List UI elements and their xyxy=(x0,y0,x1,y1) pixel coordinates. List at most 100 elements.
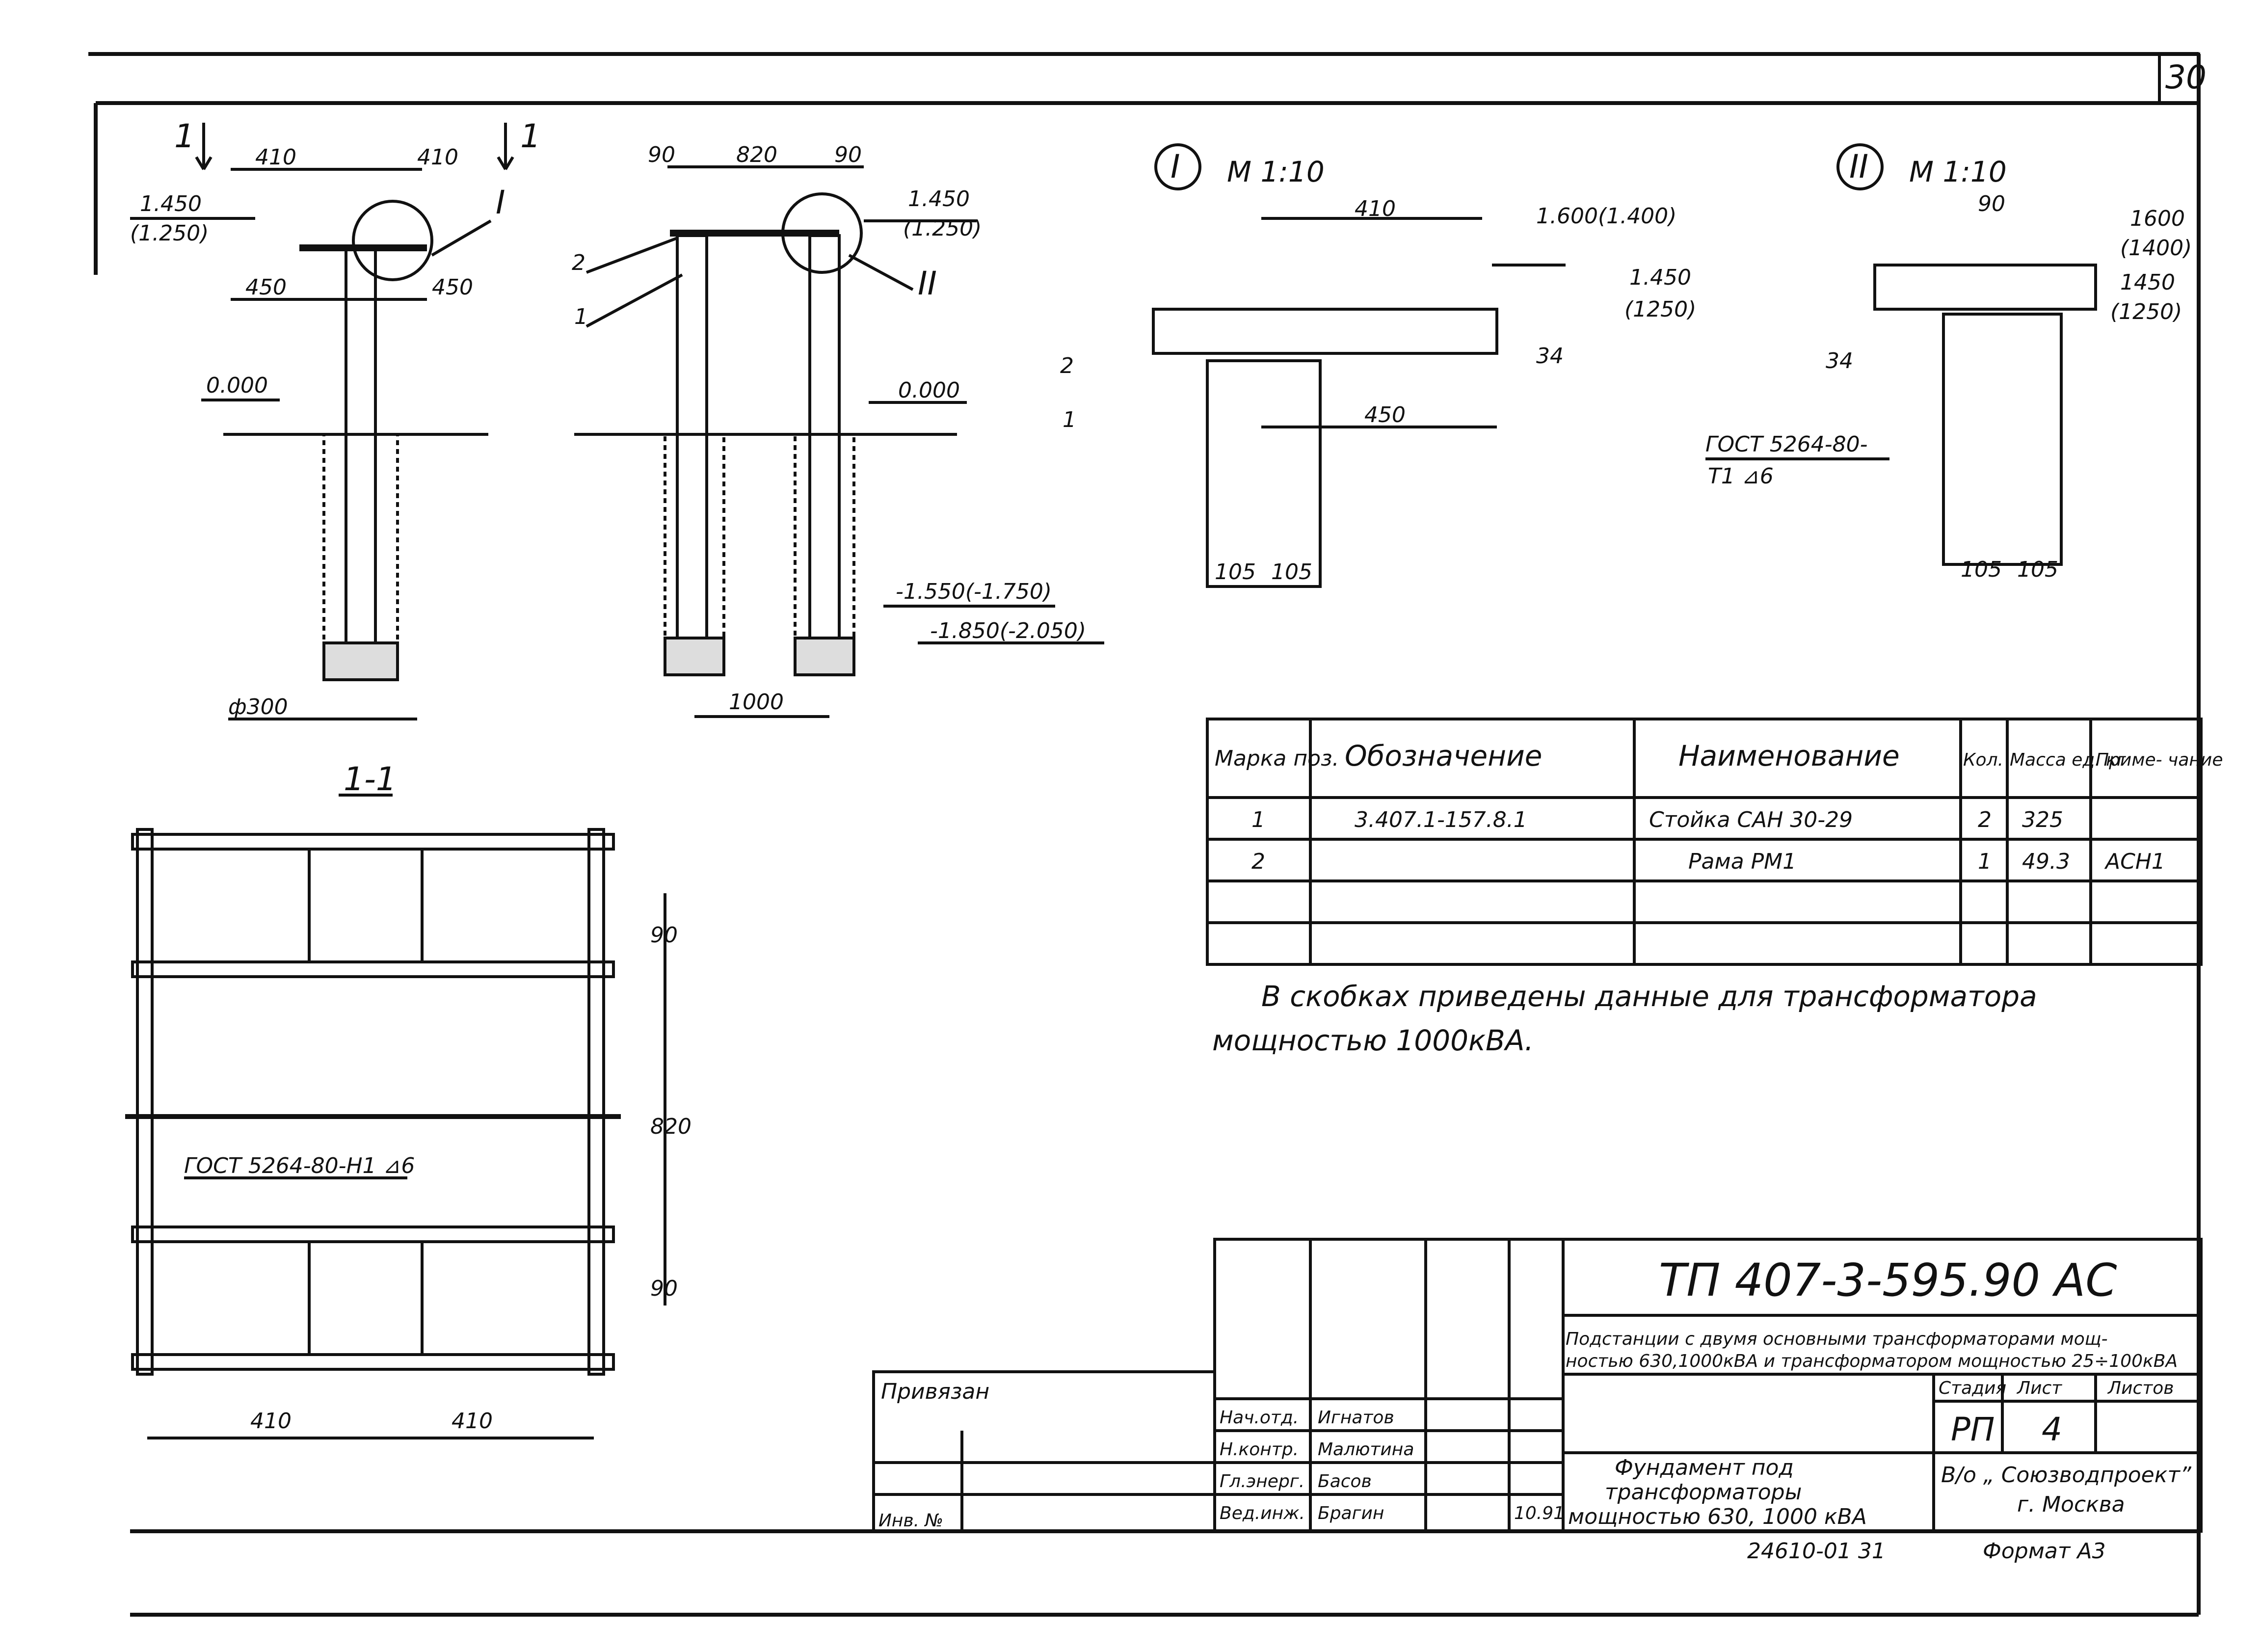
subtitle-line-1: Подстанции с двумя основными трансформат… xyxy=(1566,1329,2108,1349)
pos-2-label: 2 xyxy=(572,250,585,275)
spec-cell-1-designation: 3.407.1-157.8.1 xyxy=(1355,807,1527,832)
detail-II-view: II М 1:10 90 1600 (1400) 1450 (1250) 34 … xyxy=(1705,143,2192,582)
plan-gost: ГОСТ 5264-80-Н1 ⊿6 xyxy=(184,1153,415,1178)
level-m1850: -1.850(-2.050) xyxy=(930,618,1086,643)
detail-II-level-1450: 1450 xyxy=(2120,270,2175,295)
sig-name-3: Брагин xyxy=(1318,1503,1384,1523)
spec-cell-1-name: Стойка САН 30-29 xyxy=(1649,807,1853,832)
detail-II-level-1400: (1400) xyxy=(2120,236,2192,261)
section-1-1-title: 1-1 xyxy=(344,760,397,798)
dim-1000: 1000 xyxy=(729,690,784,715)
spec-cell-2-mass: 49.3 xyxy=(2022,849,2070,874)
org-line-1: В/о „ Союзводпроект” xyxy=(1941,1463,2192,1488)
detail-I-level-1450: 1.450 xyxy=(1629,265,1691,290)
detail-ref-II: II xyxy=(918,265,937,302)
subtitle-line-2: ностью 630,1000кВА и трансформатором мощ… xyxy=(1566,1351,2178,1371)
spec-header-mass: Масса ед. кг xyxy=(2010,750,2127,770)
detail-II-dim-34: 34 xyxy=(1826,348,1853,373)
spec-cell-2-name: Рама РМ1 xyxy=(1688,849,1796,874)
detail-I-dim-105-a: 105 xyxy=(1215,560,1256,585)
spec-header-qty: Кол. xyxy=(1963,750,2003,770)
section-mark-left: 1 xyxy=(174,117,195,155)
stage-header: Стадия xyxy=(1939,1378,2006,1398)
page-number: 30 xyxy=(2165,58,2207,96)
column-section-view: 1 1 410 410 1.450 (1.250) I 450 450 0.00… xyxy=(130,117,541,720)
detail-I-view: I М 1:10 410 1.600(1.400) 1.450 (1250) 3… xyxy=(1060,143,1696,588)
plan-dim-820: 820 xyxy=(650,1114,692,1139)
detail-II-gost: ГОСТ 5264-80- xyxy=(1705,432,1867,457)
dim-820: 820 xyxy=(736,142,777,167)
detail-II-level-1250: (1250) xyxy=(2110,299,2182,324)
detail-I-dim-105-b: 105 xyxy=(1271,560,1312,585)
spec-cell-2-note: АСН1 xyxy=(2104,849,2165,874)
spec-header-name: Наименование xyxy=(1678,739,1900,773)
pos-1-label: 1 xyxy=(574,304,588,329)
detail-ref-I: I xyxy=(496,184,505,221)
org-line-2: г. Москва xyxy=(2017,1492,2125,1517)
dim-410-a: 410 xyxy=(255,145,296,170)
detail-II-scale: М 1:10 xyxy=(1909,155,2007,188)
ground-level-left: 0.000 xyxy=(206,373,268,398)
spec-cell-1-qty: 2 xyxy=(1978,807,1992,832)
sig-role-2: Гл.энерг. xyxy=(1220,1471,1304,1492)
detail-I-dim-450: 450 xyxy=(1364,402,1406,427)
spec-cell-2-qty: 1 xyxy=(1978,849,1992,874)
spec-header-mark: Марка поз. xyxy=(1215,746,1339,771)
sig-date-3: 10.91 xyxy=(1514,1503,1565,1523)
detail-II-dim-90: 90 xyxy=(1978,191,2005,216)
sig-role-3: Вед.инж. xyxy=(1220,1503,1305,1523)
dim-90-b: 90 xyxy=(834,142,862,167)
dim-90-a: 90 xyxy=(648,142,675,167)
detail-I-level-1600: 1.600(1.400) xyxy=(1536,204,1676,229)
drawing-title-2: трансформаторы xyxy=(1605,1480,1802,1505)
detail-I-scale: М 1:10 xyxy=(1227,155,1325,188)
dim-450-b: 450 xyxy=(432,275,473,300)
sig-name-1: Малютина xyxy=(1318,1439,1414,1460)
inv-label: Инв. № xyxy=(878,1511,943,1531)
sheets-header: Листов xyxy=(2107,1378,2174,1398)
sig-name-2: Басов xyxy=(1318,1471,1372,1492)
title-block: ТП 407-3-595.90 АС Подстанции с двумя ос… xyxy=(872,1238,2203,1564)
level-1450: 1.450 xyxy=(140,191,202,216)
plan-dim-410-b: 410 xyxy=(452,1409,493,1434)
level-m1550: -1.550(-1.750) xyxy=(896,579,1052,604)
format-label: Формат А3 xyxy=(1983,1539,2106,1564)
level-1450-b: 1.450 xyxy=(908,187,970,212)
spec-header-designation: Обозначение xyxy=(1345,739,1542,773)
detail-II-dim-105-a: 105 xyxy=(1961,557,2002,582)
note-line-2: мощностью 1000кВА. xyxy=(1212,1024,1534,1057)
two-column-view: 90 820 90 1.450 (1.250) II 2 1 0.000 -1.… xyxy=(572,142,1104,718)
sheet-header: Лист xyxy=(2016,1378,2062,1398)
sig-role-1: Н.контр. xyxy=(1220,1439,1299,1460)
spec-table: Марка поз. Обозначение Наименование Кол.… xyxy=(1206,718,2223,966)
bound-label: Привязан xyxy=(881,1379,989,1404)
dim-410-b: 410 xyxy=(417,145,458,170)
detail-I-pos-1: 1 xyxy=(1063,407,1076,432)
archive-number: 24610-01 31 xyxy=(1747,1539,1886,1564)
section-mark-right: 1 xyxy=(520,117,541,155)
spec-cell-1-mass: 325 xyxy=(2022,807,2063,832)
section-1-1-plan: 1-1 ГОСТ 5264-80-Н1 ⊿6 90 820 90 410 410 xyxy=(125,760,692,1439)
detail-II-level-1600: 1600 xyxy=(2130,206,2185,231)
drawing-code: ТП 407-3-595.90 АС xyxy=(1659,1254,2117,1306)
detail-II-gost-b: Т1 ⊿6 xyxy=(1708,464,1774,489)
spec-header-note: Приме- чание xyxy=(2096,750,2223,770)
column-left xyxy=(676,234,708,669)
detail-I-title: I xyxy=(1170,148,1180,186)
sheet-no-value: 4 xyxy=(2042,1411,2062,1448)
dim-450-a: 450 xyxy=(245,275,287,300)
detail-I-level-1250: (1250) xyxy=(1624,297,1696,322)
diameter-label: ф300 xyxy=(228,694,288,719)
sig-name-0: Игнатов xyxy=(1318,1408,1394,1428)
spec-cell-1-mark: 1 xyxy=(1251,807,1265,832)
drawing-title-1: Фундамент под xyxy=(1615,1455,1794,1480)
column-right xyxy=(808,234,841,669)
drawing-title-3: мощностью 630, 1000 кВА xyxy=(1568,1504,1867,1529)
detail-I-dim-34: 34 xyxy=(1536,344,1564,369)
detail-II-title: II xyxy=(1849,148,1868,186)
column-post xyxy=(345,246,377,671)
spec-cell-2-mark: 2 xyxy=(1251,849,1265,874)
level-1250: (1.250) xyxy=(130,221,209,246)
stage-value: РП xyxy=(1951,1411,1995,1448)
